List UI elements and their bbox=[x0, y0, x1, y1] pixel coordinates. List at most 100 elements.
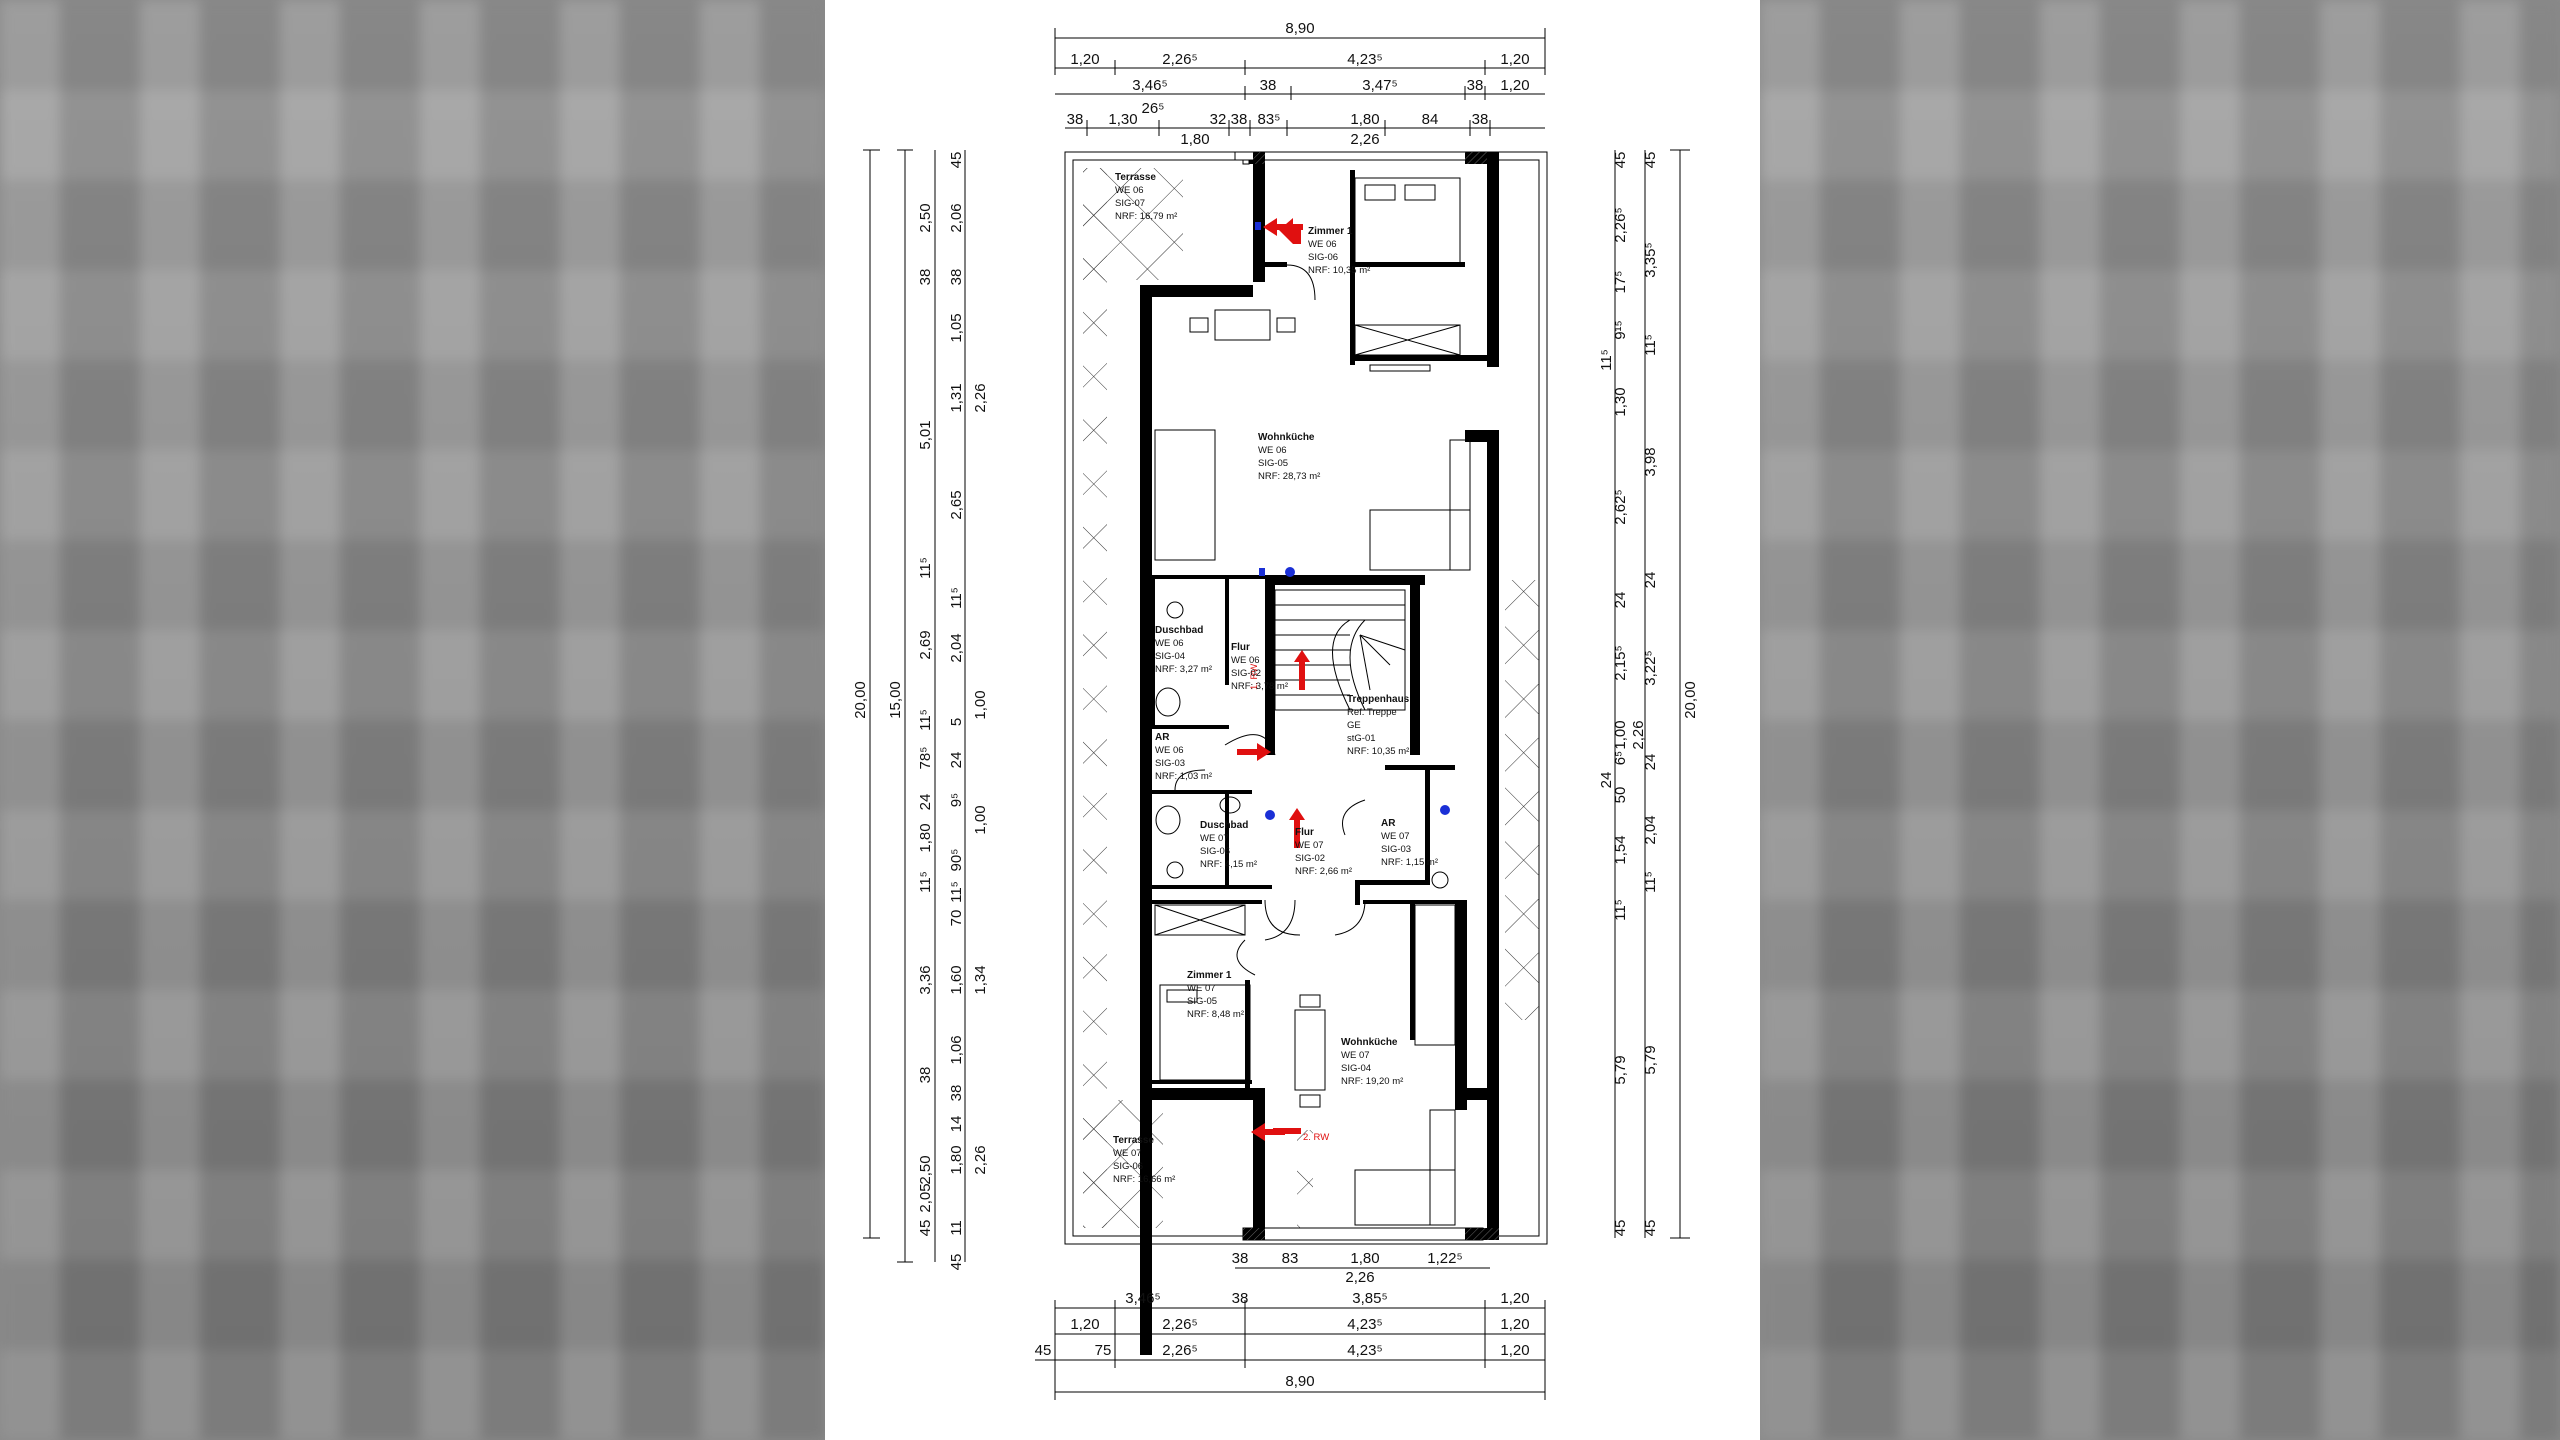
svg-text:NRF: 10,35 m²: NRF: 10,35 m² bbox=[1308, 265, 1370, 276]
svg-text:9⁵: 9⁵ bbox=[948, 793, 965, 808]
svg-text:1,80: 1,80 bbox=[948, 1145, 965, 1174]
door-swings bbox=[1174, 264, 1366, 976]
svg-text:Terrasse: Terrasse bbox=[1115, 172, 1156, 183]
sofa-we06 bbox=[1369, 509, 1471, 571]
svg-text:1,31: 1,31 bbox=[948, 383, 965, 412]
dim-top-r4-0: 38 bbox=[1067, 111, 1084, 128]
svg-text:2,62⁵: 2,62⁵ bbox=[1612, 489, 1629, 524]
room-terrasse-we07: Terrasse WE 07 SIG-06 NRF: 16,66 m² bbox=[1113, 1135, 1175, 1185]
rw1-label: 1. RW bbox=[1249, 664, 1260, 690]
svg-text:2,06: 2,06 bbox=[948, 203, 965, 232]
right-dimension-labels: 45 2,26⁵ 17⁵ 9¹⁵ 11⁵ 1,30 2,62⁵ 24 2,15⁵… bbox=[1598, 152, 1699, 1237]
terrace-bottom-hatch bbox=[1297, 1130, 1313, 1230]
svg-text:WE 06: WE 06 bbox=[1258, 445, 1287, 456]
svg-text:45: 45 bbox=[948, 152, 965, 169]
svg-text:1,20: 1,20 bbox=[1500, 1342, 1529, 1359]
svg-text:SIG-02: SIG-02 bbox=[1295, 853, 1325, 864]
svg-text:2,26⁵: 2,26⁵ bbox=[1162, 1316, 1197, 1333]
svg-text:38: 38 bbox=[917, 1067, 934, 1084]
dim-top-r2-0: 3,46⁵ bbox=[1132, 77, 1167, 94]
room-zimmer1-we07: Zimmer 1 WE 07 SIG-05 NRF: 8,48 m² bbox=[1187, 970, 1244, 1020]
svg-text:2,04: 2,04 bbox=[948, 633, 965, 662]
svg-text:1,80: 1,80 bbox=[917, 823, 934, 852]
svg-text:38: 38 bbox=[1232, 1290, 1249, 1307]
svg-text:WE 07: WE 07 bbox=[1341, 1050, 1370, 1061]
svg-text:Zimmer 1: Zimmer 1 bbox=[1308, 226, 1353, 237]
room-wohnkueche-we06: Wohnküche WE 06 SIG-05 NRF: 28,73 m² bbox=[1258, 432, 1320, 482]
svg-text:AR: AR bbox=[1155, 732, 1170, 743]
svg-text:WE 06: WE 06 bbox=[1308, 239, 1337, 250]
dim-top-r4-2: 32 bbox=[1210, 111, 1227, 128]
interior-walls bbox=[1140, 170, 1487, 1088]
svg-text:Terrasse: Terrasse bbox=[1113, 1135, 1154, 1146]
svg-text:5,01: 5,01 bbox=[917, 420, 934, 449]
svg-text:2,69: 2,69 bbox=[917, 630, 934, 659]
svg-text:75: 75 bbox=[1095, 1342, 1112, 1359]
blue-markers bbox=[1255, 222, 1450, 820]
kitchen-counter-we06 bbox=[1154, 429, 1216, 561]
svg-text:90⁵: 90⁵ bbox=[948, 849, 965, 872]
svg-text:NRF: 8,48 m²: NRF: 8,48 m² bbox=[1187, 1009, 1244, 1020]
svg-text:NRF: 1,03 m²: NRF: 1,03 m² bbox=[1155, 771, 1212, 782]
room-duschbad-we06: Duschbad WE 06 SIG-04 NRF: 3,27 m² bbox=[1155, 625, 1212, 675]
svg-text:2,50: 2,50 bbox=[917, 1155, 934, 1184]
svg-text:38: 38 bbox=[917, 269, 934, 286]
room-flur-we07: Flur WE 07 SIG-02 NRF: 2,66 m² bbox=[1295, 827, 1352, 877]
svg-text:Treppenhaus: Treppenhaus bbox=[1347, 694, 1410, 705]
dim-top-r1-3: 1,20 bbox=[1500, 51, 1529, 68]
sink-we07 bbox=[1166, 861, 1184, 879]
svg-text:4,23⁵: 4,23⁵ bbox=[1347, 1342, 1382, 1359]
svg-text:24: 24 bbox=[1598, 772, 1615, 789]
svg-text:11⁵: 11⁵ bbox=[948, 881, 965, 903]
room-ar-we06: AR WE 06 SIG-03 NRF: 1,03 m² bbox=[1155, 732, 1212, 782]
dim-top-r2-2: 3,47⁵ bbox=[1362, 77, 1397, 94]
top-dimensions bbox=[1054, 28, 1546, 136]
floor-plan-sheet: 8,90 1,20 2,26⁵ 4,23⁵ 1,20 3,46⁵ 38 3,47… bbox=[825, 0, 1760, 1440]
svg-text:11: 11 bbox=[948, 1220, 965, 1236]
svg-text:1,05: 1,05 bbox=[948, 313, 965, 342]
dim-top-r4-7: 38 bbox=[1472, 111, 1489, 128]
dim-right-overall: 20,00 bbox=[1682, 681, 1699, 719]
room-treppenhaus: Treppenhaus Ref. Treppe GE stG-01 NRF: 1… bbox=[1347, 694, 1410, 757]
bed-we07 bbox=[1159, 984, 1251, 1081]
svg-text:2,50: 2,50 bbox=[917, 203, 934, 232]
svg-text:1,00: 1,00 bbox=[972, 690, 989, 719]
svg-text:11⁵: 11⁵ bbox=[948, 587, 965, 609]
svg-text:2,26: 2,26 bbox=[972, 1145, 989, 1174]
svg-text:AR: AR bbox=[1381, 818, 1396, 829]
svg-text:11⁵: 11⁵ bbox=[1598, 349, 1615, 371]
svg-text:3,36: 3,36 bbox=[917, 965, 934, 994]
arrow-up-stair bbox=[1294, 650, 1310, 690]
room-wohnkueche-we07: Wohnküche WE 07 SIG-04 NRF: 19,20 m² bbox=[1341, 1037, 1403, 1087]
dim-top-overall: 8,90 bbox=[1285, 20, 1314, 37]
sofa-we07 bbox=[1354, 1169, 1456, 1226]
room-ar-we07: AR WE 07 SIG-03 NRF: 1,15 m² bbox=[1381, 818, 1438, 868]
svg-text:14: 14 bbox=[948, 1116, 965, 1133]
svg-text:NRF: 2,66 m²: NRF: 2,66 m² bbox=[1295, 866, 1352, 877]
svg-text:24: 24 bbox=[1642, 754, 1659, 771]
dim-top-r5-1: 2,26 bbox=[1350, 131, 1379, 148]
svg-text:1,20: 1,20 bbox=[1500, 1290, 1529, 1307]
svg-text:3,46⁵: 3,46⁵ bbox=[1125, 1290, 1160, 1307]
svg-text:45: 45 bbox=[1035, 1342, 1052, 1359]
svg-text:45: 45 bbox=[1612, 1220, 1629, 1237]
svg-text:1,00: 1,00 bbox=[1612, 720, 1629, 749]
wardrobe-we06 bbox=[1354, 324, 1461, 356]
svg-text:WE 07: WE 07 bbox=[1113, 1148, 1142, 1159]
blurred-background-left bbox=[0, 0, 825, 1440]
dim-top-r5-0: 1,80 bbox=[1180, 131, 1209, 148]
svg-text:3,98: 3,98 bbox=[1642, 447, 1659, 476]
site-boundary bbox=[1064, 151, 1548, 1245]
svg-text:2,15⁵: 2,15⁵ bbox=[1612, 645, 1629, 680]
dim-left-c1-0: 20,00 bbox=[852, 681, 869, 719]
dim-left-c2-0: 15,00 bbox=[887, 681, 904, 719]
svg-text:24: 24 bbox=[1642, 572, 1659, 589]
svg-text:2,04: 2,04 bbox=[1642, 815, 1659, 844]
svg-text:2,26: 2,26 bbox=[972, 383, 989, 412]
svg-text:SIG-03: SIG-03 bbox=[1155, 758, 1185, 769]
furniture bbox=[1154, 177, 1471, 1226]
svg-text:6⁵: 6⁵ bbox=[1612, 751, 1629, 766]
terrace-right-strip bbox=[1505, 580, 1539, 1020]
dim-top-r2-3: 38 bbox=[1467, 77, 1484, 94]
svg-text:NRF: 3,78 m²: NRF: 3,78 m² bbox=[1231, 681, 1288, 692]
